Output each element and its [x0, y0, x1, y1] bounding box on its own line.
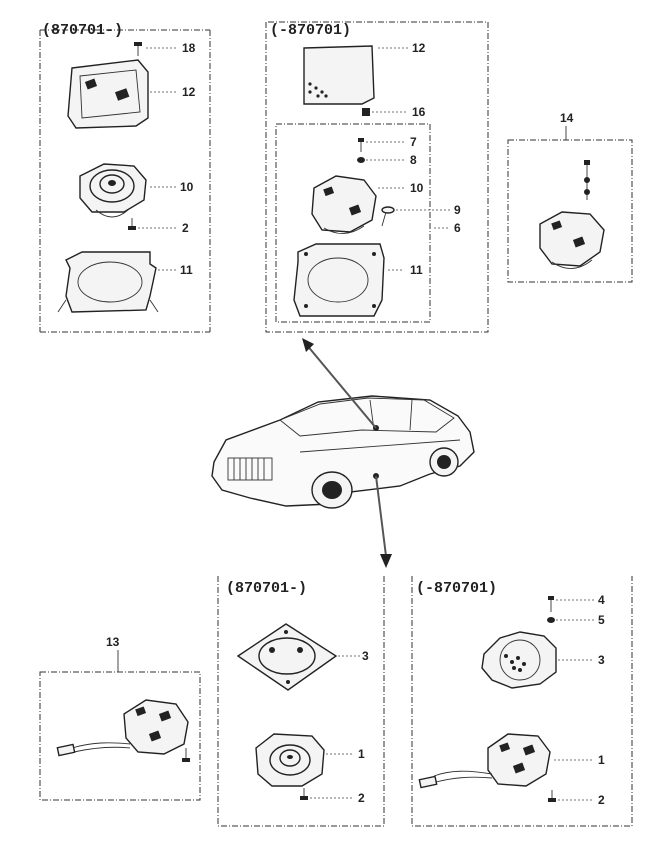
speaker-icon [255, 733, 325, 787]
label-18: 18 [182, 41, 196, 55]
label-1: 1 [358, 747, 365, 761]
panel-top-middle: (-870701) 12 16 7 8 [265, 21, 489, 333]
screw-icon [300, 788, 308, 800]
header-top-middle: (-870701) [270, 22, 351, 39]
label-8: 8 [410, 153, 417, 167]
panel-top-left: (870701-) 18 12 10 [39, 22, 211, 333]
label-3: 3 [598, 653, 605, 667]
label-10: 10 [180, 180, 194, 194]
header-bottom-right: (-870701) [416, 580, 497, 597]
label-5: 5 [598, 613, 605, 627]
pointer-arrows [302, 338, 392, 568]
screw-icon [134, 42, 142, 56]
screw-icon [128, 218, 136, 230]
car-illustration [211, 395, 475, 509]
label-4: 4 [598, 593, 605, 607]
screw-icon [548, 596, 554, 612]
speaker-icon [311, 175, 377, 234]
speaker-grille-icon [67, 59, 149, 129]
bracket-icon [57, 251, 159, 313]
speaker-mount-plate-icon [236, 623, 338, 691]
label-12: 12 [412, 41, 426, 55]
label-10: 10 [410, 181, 424, 195]
label-1: 1 [598, 753, 605, 767]
label-6: 6 [454, 221, 461, 235]
label-14: 14 [560, 111, 574, 125]
panel-top-right: 14 [507, 111, 633, 283]
panel-bottom-right: (-870701) 4 5 3 [411, 576, 633, 827]
screw-icon [182, 748, 190, 762]
header-top-left: (870701-) [42, 22, 123, 39]
label-13: 13 [106, 635, 120, 649]
washer-icon [357, 157, 365, 163]
speaker-icon [79, 163, 147, 218]
speaker-wire-icon [56, 742, 131, 757]
panel-bottom-left: 13 [39, 635, 201, 801]
clip-icon [362, 108, 370, 116]
label-11: 11 [410, 263, 423, 277]
screw-icon [548, 790, 556, 802]
speaker-icon [539, 211, 605, 269]
label-9: 9 [454, 203, 461, 217]
bracket-icon [293, 243, 385, 317]
label-12: 12 [182, 85, 196, 99]
speaker-grille-icon [303, 45, 375, 105]
label-2: 2 [358, 791, 365, 805]
screw-icon [358, 138, 364, 152]
speaker-icon [123, 699, 189, 755]
screw-icon [584, 160, 590, 200]
speaker-icon [487, 733, 551, 787]
panel-bottom-middle: (870701-) 3 1 2 [217, 576, 385, 827]
label-7: 7 [410, 135, 417, 149]
washer-icon [547, 617, 555, 623]
speaker-mount-plate-icon [481, 631, 557, 689]
label-2: 2 [182, 221, 189, 235]
label-2: 2 [598, 793, 605, 807]
label-11: 11 [180, 263, 193, 277]
header-bottom-middle: (870701-) [226, 580, 307, 597]
speaker-wire-icon [418, 770, 493, 789]
screw-icon [381, 206, 395, 227]
label-16: 16 [412, 105, 426, 119]
label-3: 3 [362, 649, 369, 663]
